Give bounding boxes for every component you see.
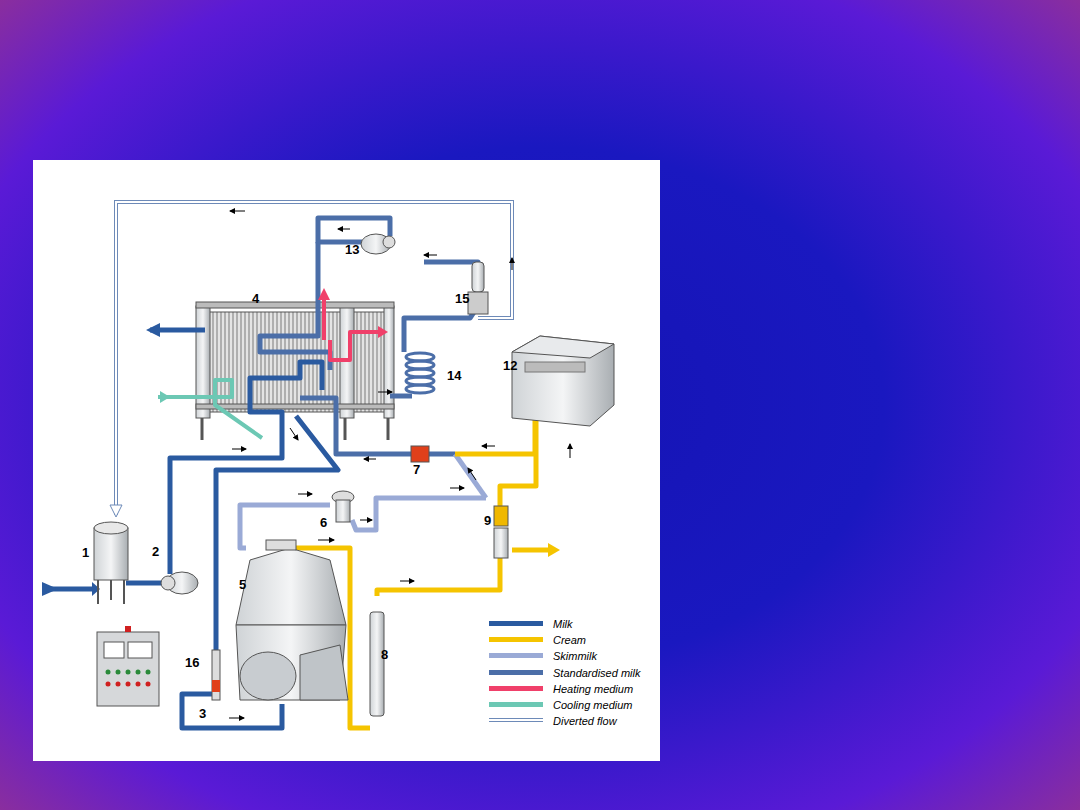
legend-line-sample — [489, 718, 543, 722]
legend-text: Cooling medium — [553, 700, 632, 711]
callout-number: 15 — [455, 292, 469, 305]
callout-number: 13 — [345, 243, 359, 256]
legend-text: Standardised milk — [553, 668, 640, 679]
callout-number: 6 — [320, 516, 327, 529]
legend-text: Heating medium — [553, 684, 633, 695]
legend-text: Cream — [553, 635, 586, 646]
legend-swatch — [489, 686, 543, 691]
legend-text: Skimmilk — [553, 651, 597, 662]
legend-swatch — [489, 670, 543, 675]
callout-number: 5 — [239, 578, 246, 591]
callout-number: 2 — [152, 545, 159, 558]
callout-number: 1 — [82, 546, 89, 559]
callout-number: 9 — [484, 514, 491, 527]
legend-text: Milk — [553, 619, 573, 630]
callout-number: 4 — [252, 292, 259, 305]
legend-swatch — [489, 702, 543, 707]
callout-number: 3 — [199, 707, 206, 720]
legend-swatch — [489, 621, 543, 626]
callout-number: 12 — [503, 359, 517, 372]
callout-number: 7 — [413, 463, 420, 476]
legend-text: Diverted flow — [553, 716, 617, 727]
legend-swatch — [489, 637, 543, 642]
callout-number: 14 — [447, 369, 461, 382]
legend-swatch — [489, 653, 543, 658]
callout-number: 16 — [185, 656, 199, 669]
callout-number: 8 — [381, 648, 388, 661]
